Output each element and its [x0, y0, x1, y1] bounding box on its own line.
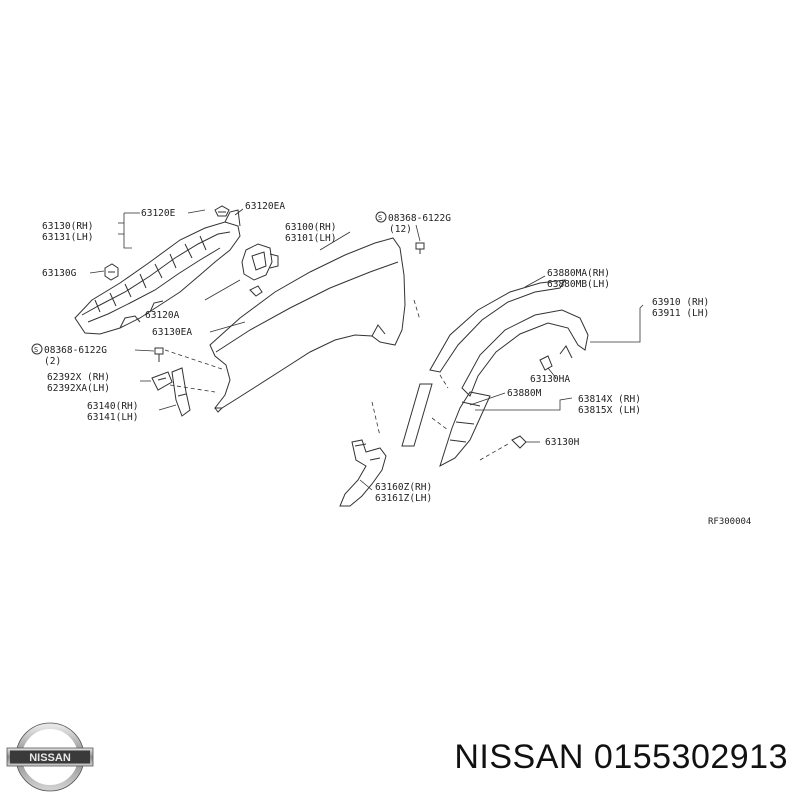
clip-63130g-drawing [104, 263, 119, 281]
part-labels: 63120E 63120EA 63130(RH) 63131(LH) 63130… [31, 201, 751, 527]
label-63130ha: 63130HA [530, 374, 570, 385]
label-63880ma: 63880MA(RH) [547, 268, 610, 279]
fender-molding-drawing [429, 279, 589, 397]
bolt-left-drawing [154, 347, 164, 362]
label-63814x: 63814X (RH) [578, 394, 641, 405]
label-63910: 63910 (RH) [652, 297, 709, 308]
label-bolt-08368-12: 08368-6122G [388, 213, 451, 224]
label-63120e: 63120E [141, 208, 176, 219]
bracket-63120a-drawing [241, 243, 279, 297]
clip-63120e-drawing [214, 205, 230, 217]
nissan-logo-icon: NISSAN [6, 722, 94, 792]
label-62392xa: 62392XA(LH) [47, 383, 110, 394]
label-63880mb: 63880MB(LH) [547, 279, 610, 290]
label-63911: 63911 (LH) [652, 308, 709, 319]
label-63140: 63140(RH) [87, 401, 138, 412]
bolt-08368-drawing [415, 242, 425, 254]
label-63130g: 63130G [42, 268, 77, 279]
dashed-lines [164, 299, 509, 461]
mud-guard-63814x-drawing [439, 391, 491, 468]
label-bolt-qty-12: (12) [389, 224, 412, 235]
label-63130h: 63130H [545, 437, 580, 448]
clip-63130h-drawing [511, 435, 527, 449]
label-63120a: 63120A [145, 310, 180, 321]
label-63141: 63141(LH) [87, 412, 138, 423]
svg-text:NISSAN: NISSAN [29, 752, 71, 764]
leader-lines [89, 208, 644, 491]
reference-code: RF300004 [708, 517, 751, 527]
fender-liner-drawing [74, 209, 241, 335]
label-62392x: 62392X (RH) [47, 372, 110, 383]
label-63130-rh: 63130(RH) [42, 221, 93, 232]
label-63101-lh: 63101(LH) [285, 233, 336, 244]
label-63120ea: 63120EA [245, 201, 285, 212]
label-63815x: 63815X (LH) [578, 405, 641, 416]
part-number-caption: NISSAN 0155302913 [454, 738, 788, 776]
splash-guard-63160z-drawing [339, 439, 387, 507]
bracket-63140-drawing [171, 367, 191, 417]
label-bolt-qty-2: (2) [44, 356, 61, 367]
bracket-62392x-drawing [151, 371, 173, 391]
label-63880m: 63880M [507, 388, 542, 399]
marker-s-12: S [378, 214, 382, 222]
label-63130ea: 63130EA [152, 327, 192, 338]
label-bolt-08368-2: 08368-6122G [44, 345, 107, 356]
label-63100-rh: 63100(RH) [285, 222, 336, 233]
front-fender-drawing [209, 237, 406, 413]
marker-s-2: S [34, 346, 38, 354]
molding-strip-63880m-drawing [401, 383, 433, 447]
label-63160z: 63160Z(RH) [375, 482, 432, 493]
footer: NISSAN NISSAN 0155302913 [0, 710, 800, 800]
label-63131-lh: 63131(LH) [42, 232, 93, 243]
label-63161z: 63161Z(LH) [375, 493, 432, 504]
